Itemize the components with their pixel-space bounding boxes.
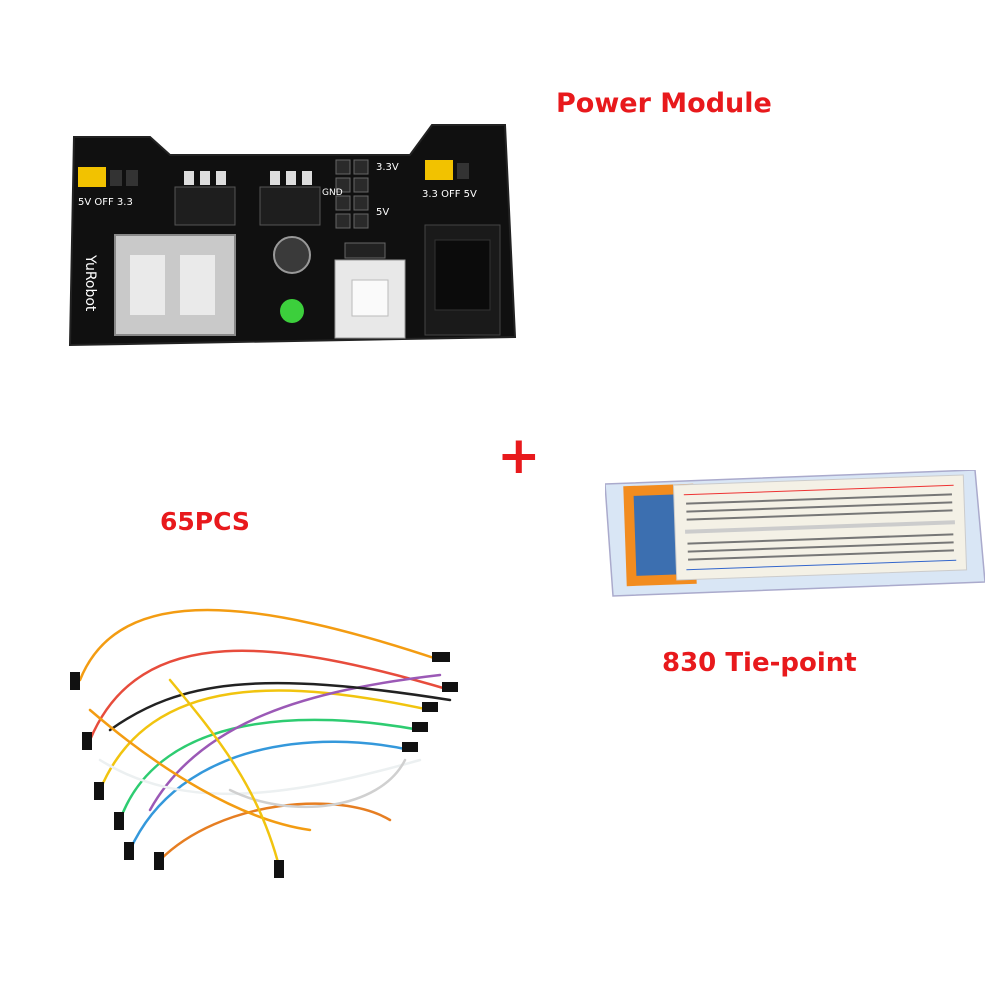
regulator-right (259, 186, 321, 226)
v5-text: 5V (376, 207, 389, 218)
capacitor (273, 236, 311, 274)
gnd-text: GND (322, 188, 343, 198)
off-left-text: 5V OFF 3.3 (78, 197, 133, 208)
breadboard-holes (686, 493, 954, 561)
breadboard-package (605, 470, 985, 597)
header-pins (335, 159, 369, 229)
breadboard-label: 830 Tie-point (662, 648, 857, 678)
off-right-text: 3.3 OFF 5V (422, 189, 477, 200)
v33-text: 3.3V (376, 162, 399, 173)
power-module-title: Power Module (556, 88, 772, 119)
led (280, 299, 304, 323)
plus-sign: + (497, 426, 541, 486)
jumper-wires-bundle (70, 608, 458, 878)
power-module-board: YuRobot 3.3V 5V GND 5V OFF 3.3 3.3 OFF 5… (68, 124, 517, 347)
regulator-left (174, 186, 236, 226)
wire-count-label: 65PCS (160, 507, 250, 536)
jumper-right (425, 160, 453, 180)
brand-text: YuRobot (82, 254, 98, 312)
jumper-left (78, 167, 106, 187)
